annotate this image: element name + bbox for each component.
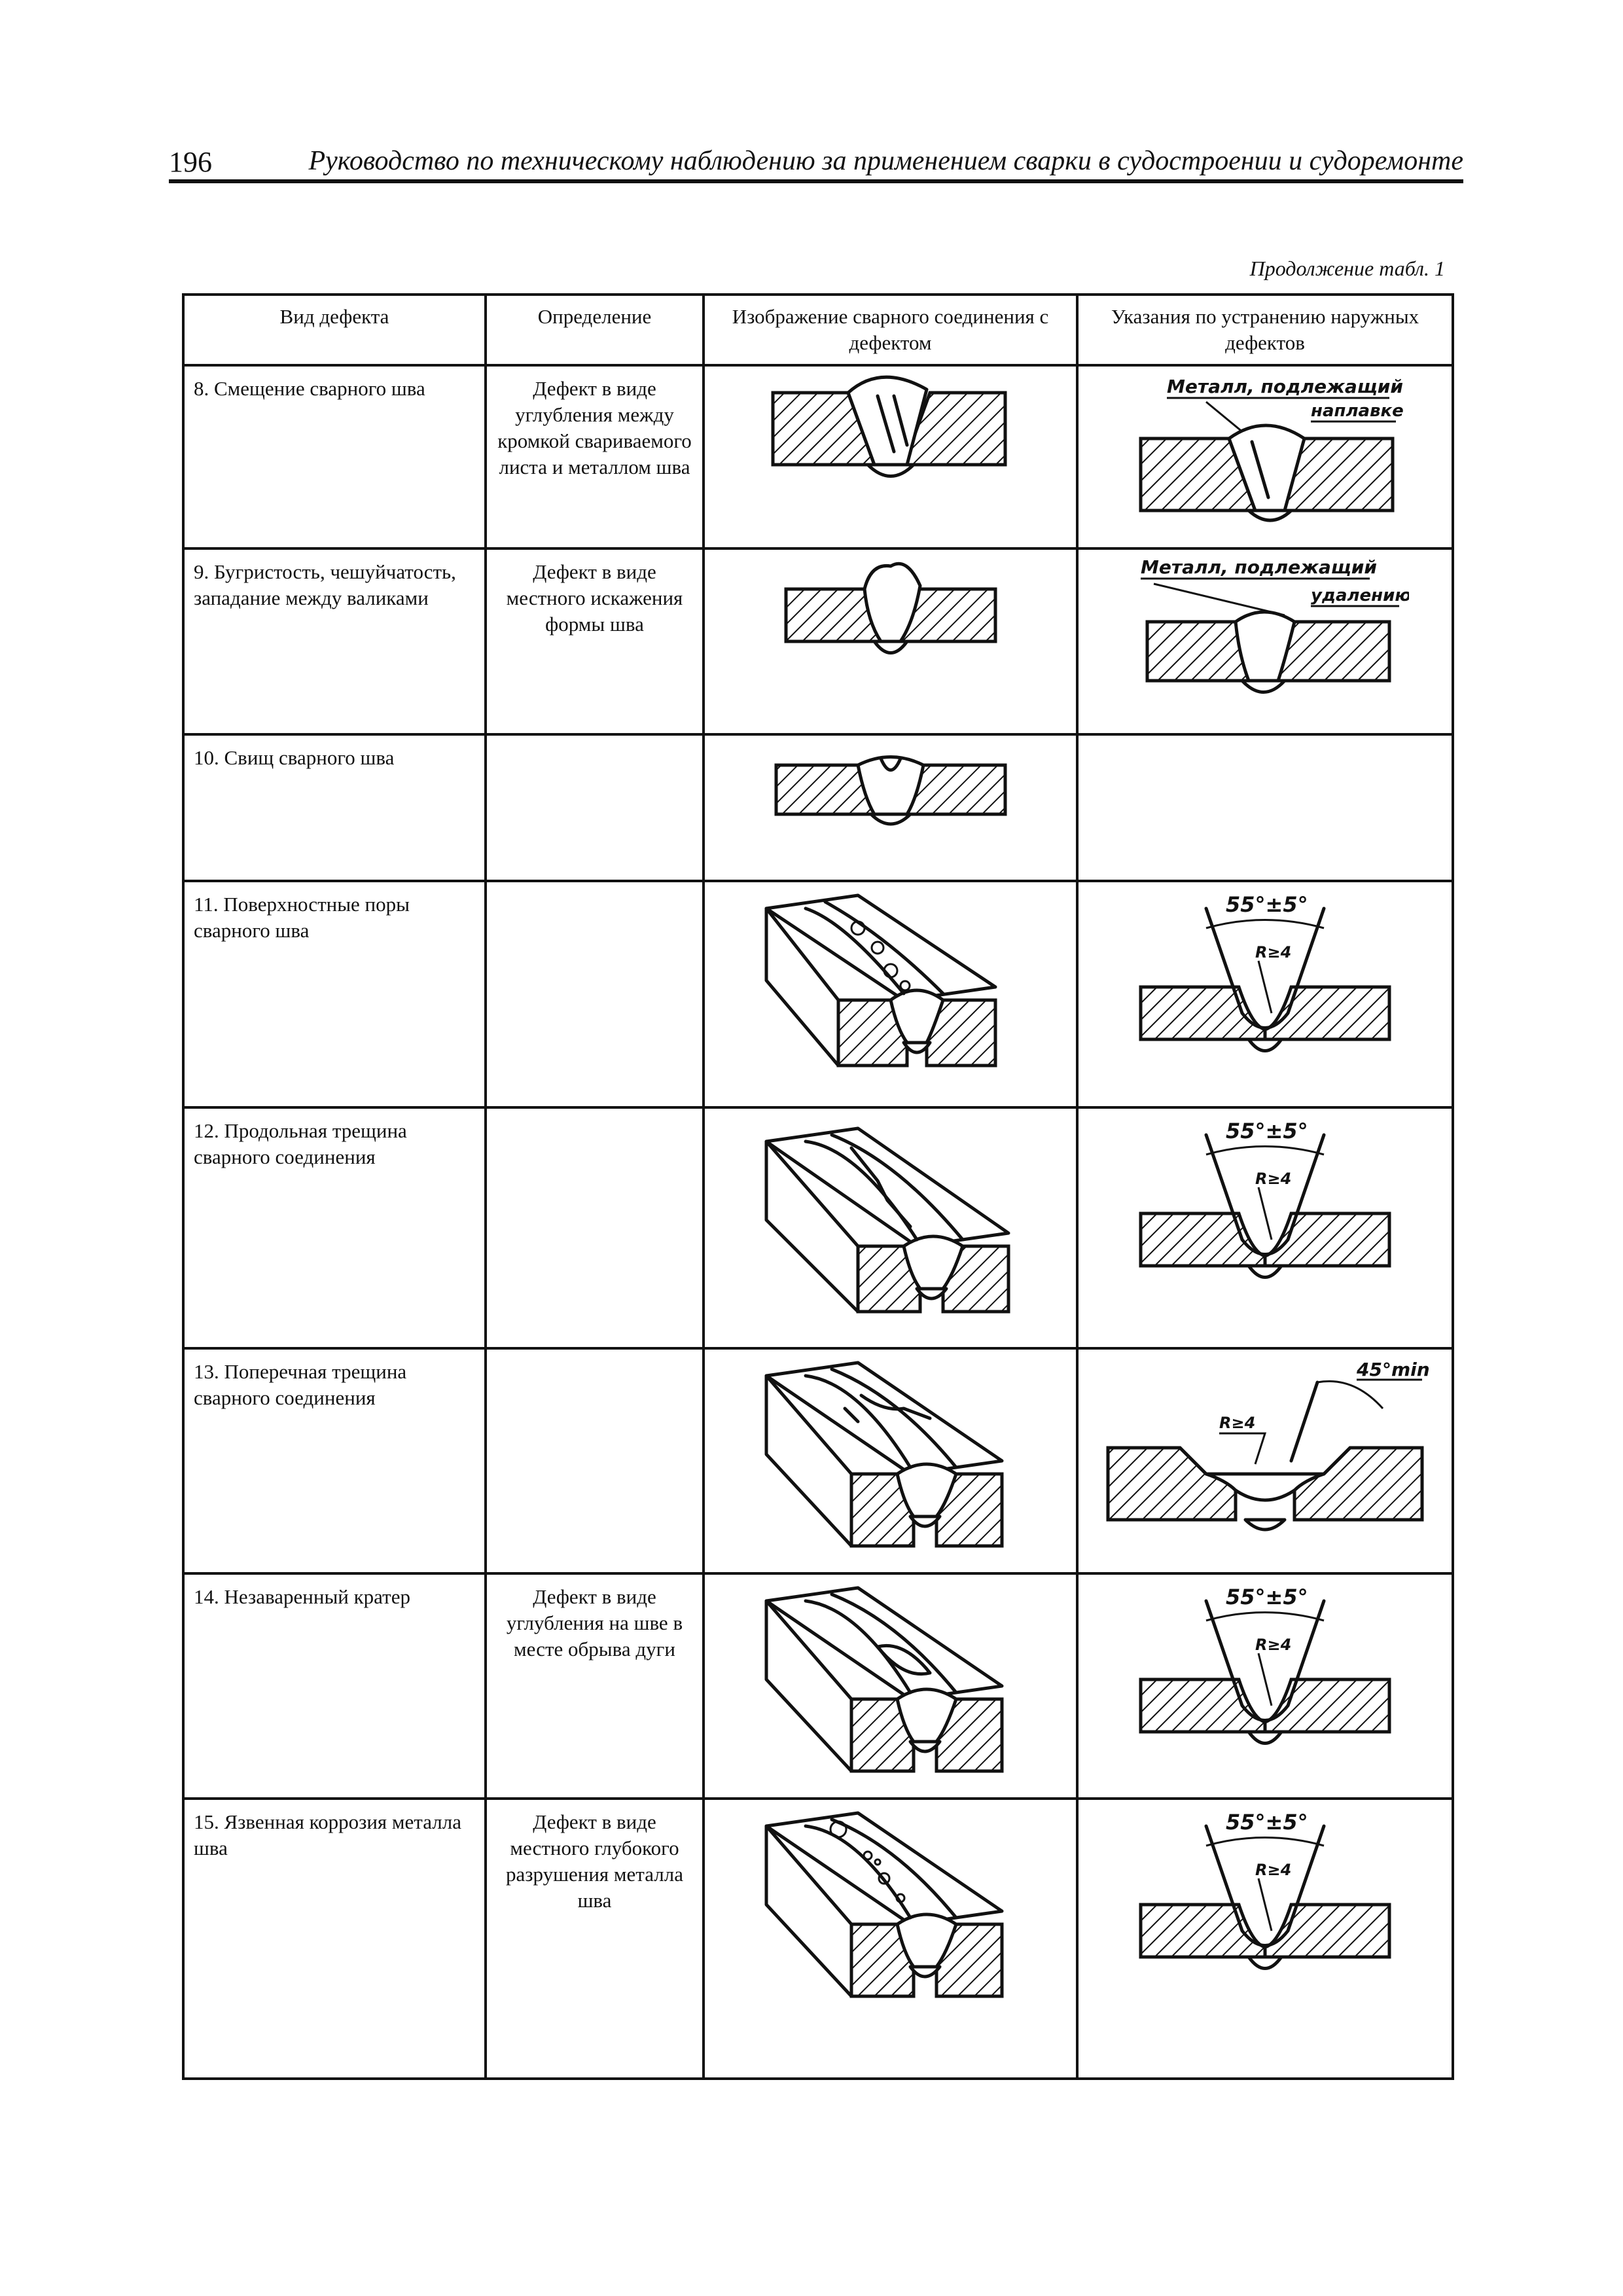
defect-image-cell (702, 364, 1079, 550)
definition-cell: Дефект в виде местного искажения формы ш… (484, 547, 705, 736)
groove-prep-drawing: 55°±5° R≥4 (1139, 1119, 1391, 1279)
definition-cell: Дефект в виде местного глубокого разруше… (484, 1797, 705, 2080)
definition-cell: Дефект в виде углубления на шве в месте … (484, 1572, 705, 1800)
bumpy-weld-drawing (784, 562, 997, 655)
remedy-image-cell: 55°±5° R≥4 (1076, 880, 1454, 1109)
remedy-image-cell (1076, 733, 1454, 882)
column-header-image: Изображение сварного соединения с дефект… (702, 293, 1079, 367)
radius-label: R≥4 (1255, 1636, 1291, 1654)
defect-image-cell (702, 880, 1079, 1109)
angle-label: 45°min (1356, 1359, 1430, 1380)
defect-type-cell: 12. Продольная трещина сварного соединен… (182, 1106, 487, 1350)
longitudinal-crack-drawing (764, 1126, 1010, 1314)
defect-type-cell: 10. Свищ сварного шва (182, 733, 487, 882)
definition-cell (484, 1106, 705, 1350)
remedy-image-cell: 45°min R≥4 (1076, 1347, 1454, 1575)
remedy-image-cell: 55°±5° R≥4 (1076, 1572, 1454, 1800)
defect-image-cell (702, 1106, 1079, 1350)
table-header-row: Вид дефекта Определение Изображение свар… (182, 293, 1454, 367)
defect-type-cell: 13. Поперечная трещина сварного соединен… (182, 1347, 487, 1575)
defect-type-cell: 9. Бугристость, чешуйчатость, западание … (182, 547, 487, 736)
radius-label: R≥4 (1255, 943, 1291, 961)
definition-cell (484, 880, 705, 1109)
remedy-image-cell: Металл, подлежащий удалению (1076, 547, 1454, 736)
defect-type-cell: 14. Незаваренный кратер (182, 1572, 487, 1800)
column-header-definition: Определение (484, 293, 705, 367)
defect-image-cell (702, 733, 1079, 882)
remedy-image-cell: Металл, подлежащий наплавке (1076, 364, 1454, 550)
running-title: Руководство по техническому наблюдению з… (308, 146, 1463, 176)
groove-prep-drawing: 55°±5° R≥4 (1139, 1810, 1391, 1970)
pitting-corrosion-drawing (764, 1811, 1003, 1998)
defect-type-cell: 8. Смещение сварного шва (182, 364, 487, 550)
deposit-metal-drawing: Металл, подлежащий наплавке (1139, 376, 1404, 522)
column-header-remedy: Указания по устранению наружных дефектов (1076, 293, 1454, 367)
unfilled-crater-drawing (764, 1586, 1003, 1773)
table-row: 9. Бугристость, чешуйчатость, западание … (182, 547, 1454, 736)
defect-type-cell: 15. Язвенная коррозия металла шва (182, 1797, 487, 2080)
radius-label: R≥4 (1255, 1170, 1291, 1188)
table-row: 8. Смещение сварного шва Дефект в виде у… (182, 364, 1454, 550)
defect-image-cell (702, 547, 1079, 736)
column-header-defect-type: Вид дефекта (182, 293, 487, 367)
angle-label: 55°±5° (1226, 1585, 1308, 1609)
defect-image-cell (702, 1572, 1079, 1800)
definition-cell (484, 1347, 705, 1575)
annotation-line-1: Металл, подлежащий (1141, 556, 1377, 578)
groove-prep-drawing: 55°±5° R≥4 (1139, 1585, 1391, 1745)
page-number: 196 (169, 146, 212, 178)
transverse-crack-drawing (764, 1361, 1003, 1548)
table-row: 13. Поперечная трещина сварного соединен… (182, 1347, 1454, 1575)
definition-cell: Дефект в виде углубления между кромкой с… (484, 364, 705, 550)
definition-cell (484, 733, 705, 882)
table-row: 12. Продольная трещина сварного соединен… (182, 1106, 1454, 1350)
defect-image-cell (702, 1797, 1079, 2080)
page-header: 196 Руководство по техническому наблюден… (169, 143, 1463, 183)
defects-table: Вид дефекта Определение Изображение свар… (182, 293, 1454, 2080)
table-row: 15. Язвенная коррозия металла шва Дефект… (182, 1797, 1454, 2080)
annotation-line-2: наплавке (1311, 401, 1404, 421)
radius-label: R≥4 (1219, 1414, 1255, 1432)
annotation-line-1: Металл, подлежащий (1167, 376, 1403, 397)
table-row: 10. Свищ сварного шва (182, 733, 1454, 882)
angle-label: 55°±5° (1226, 892, 1308, 917)
defect-image-cell (702, 1347, 1079, 1575)
crack-removal-drawing: 45°min R≥4 (1106, 1359, 1430, 1532)
remedy-image-cell: 55°±5° R≥4 (1076, 1106, 1454, 1350)
fistula-drawing (774, 755, 1007, 826)
surface-pores-drawing (764, 893, 997, 1067)
table-row: 11. Поверхностные поры сварного шва (182, 880, 1454, 1109)
remedy-image-cell: 55°±5° R≥4 (1076, 1797, 1454, 2080)
radius-label: R≥4 (1255, 1861, 1291, 1879)
remove-metal-drawing: Металл, подлежащий удалению (1141, 556, 1409, 694)
table-row: 14. Незаваренный кратер Дефект в виде уг… (182, 1572, 1454, 1800)
angle-label: 55°±5° (1226, 1810, 1308, 1835)
angle-label: 55°±5° (1226, 1119, 1308, 1143)
table-continuation-caption: Продолжение табл. 1 (1249, 257, 1445, 280)
groove-prep-drawing: 55°±5° R≥4 (1139, 892, 1391, 1052)
weld-offset-drawing (771, 375, 1007, 478)
defect-type-cell: 11. Поверхностные поры сварного шва (182, 880, 487, 1109)
annotation-line-2: удалению (1311, 586, 1409, 605)
